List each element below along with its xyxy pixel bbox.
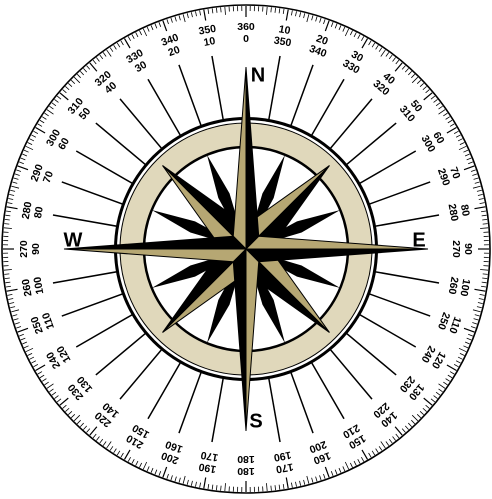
degree-label-outer: 270 xyxy=(18,240,30,258)
degree-label-outer: 360 xyxy=(237,21,255,33)
cardinal-label-e: E xyxy=(412,229,425,251)
cardinal-label-w: W xyxy=(64,229,83,251)
degree-label-outer: 90 xyxy=(462,243,474,255)
degree-tick xyxy=(271,7,272,12)
degree-label-outer: 180 xyxy=(237,465,255,477)
degree-tick xyxy=(221,486,222,491)
degree-tick xyxy=(4,274,9,275)
degree-tick xyxy=(483,274,488,275)
degree-label-inner: 80 xyxy=(32,206,46,220)
degree-label-inner: 0 xyxy=(243,33,249,45)
degree-label-inner: 180 xyxy=(237,453,255,465)
degree-tick xyxy=(483,224,488,225)
degree-label-inner: 90 xyxy=(30,243,42,255)
degree-tick xyxy=(221,7,222,12)
degree-label-inner: 270 xyxy=(450,240,462,258)
degree-tick xyxy=(271,486,272,491)
cardinal-label-n: N xyxy=(251,64,265,86)
degree-tick xyxy=(4,224,9,225)
cardinal-label-s: S xyxy=(249,410,262,432)
degree-label-inner: 10 xyxy=(203,35,217,49)
